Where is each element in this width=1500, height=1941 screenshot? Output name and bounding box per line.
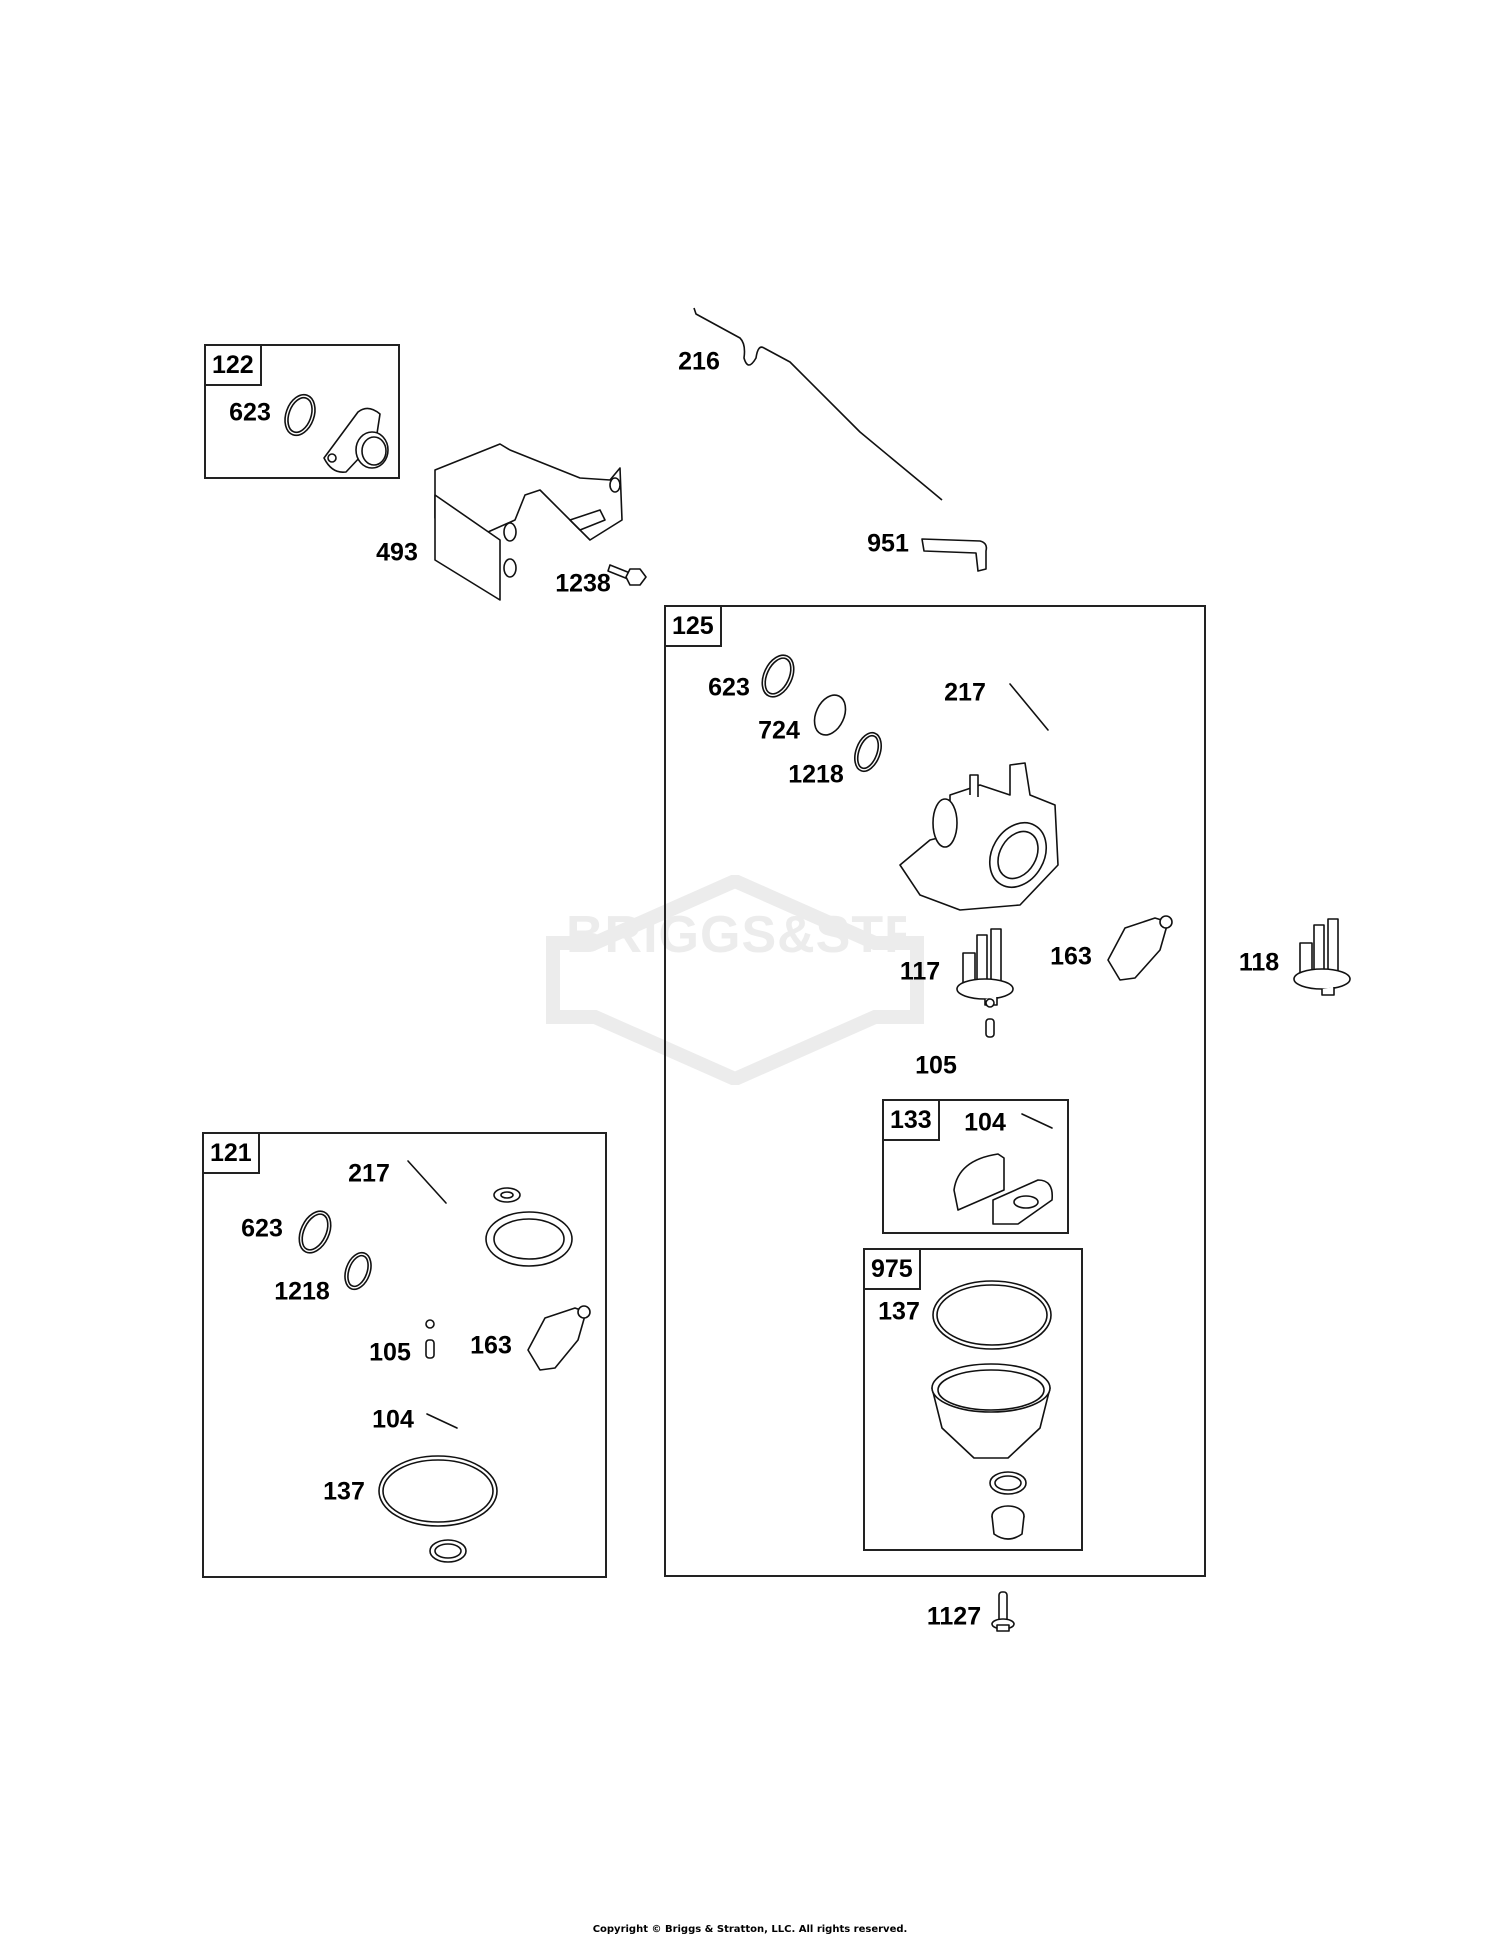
kit-box-975: 975 [863, 1248, 1083, 1551]
callout-117[interactable]: 117 [899, 957, 941, 986]
hinge-pin-104-icon[interactable] [425, 1410, 459, 1432]
bracket-493-icon[interactable] [430, 440, 630, 605]
choke-lever-951-icon[interactable] [920, 535, 992, 575]
bowl-nut-icon[interactable] [990, 1504, 1026, 1544]
o-ring-137-icon[interactable] [376, 1454, 500, 1528]
callout-217[interactable]: 217 [944, 678, 986, 707]
callout-951[interactable]: 951 [867, 529, 909, 558]
callout-623[interactable]: 623 [708, 673, 750, 702]
bolt-1238-icon[interactable] [607, 557, 648, 587]
kit-box-133: 133 [882, 1099, 1069, 1234]
callout-163[interactable]: 163 [470, 1331, 512, 1360]
gasket-163-icon[interactable] [520, 1300, 592, 1375]
callout-1127[interactable]: 1127 [926, 1602, 982, 1631]
o-ring-623-icon[interactable] [280, 390, 320, 440]
callout-1218[interactable]: 1218 [274, 1277, 330, 1306]
carburetor-icon[interactable] [890, 735, 1070, 915]
spring-217-icon[interactable] [402, 1155, 452, 1211]
callout-216[interactable]: 216 [678, 347, 720, 376]
float-133-icon[interactable] [948, 1150, 1058, 1230]
o-ring-623-icon[interactable] [294, 1207, 336, 1257]
kit-number: 122 [204, 344, 262, 386]
callout-118[interactable]: 118 [1238, 948, 1280, 977]
watermark-text: BRIGGS&STRATTON [566, 906, 906, 964]
o-ring-icon[interactable] [484, 1210, 574, 1268]
inlet-needle-105-icon[interactable] [982, 995, 998, 1045]
gasket-1218-icon[interactable] [848, 728, 888, 776]
callout-1238[interactable]: 1238 [555, 569, 611, 598]
o-ring-137-icon[interactable] [930, 1278, 1054, 1352]
kit-number: 125 [664, 605, 722, 647]
callout-493[interactable]: 493 [376, 538, 418, 567]
fuel-valve-118-icon[interactable] [1292, 915, 1352, 996]
kit-number: 975 [863, 1248, 921, 1290]
o-ring-623-icon[interactable] [756, 650, 800, 702]
bowl-gasket-icon[interactable] [428, 1538, 468, 1564]
kit-box-122: 122 [204, 344, 400, 479]
callout-105[interactable]: 105 [369, 1338, 411, 1367]
float-bowl-icon[interactable] [928, 1358, 1054, 1468]
gasket-163-icon[interactable] [1100, 910, 1175, 985]
callout-105[interactable]: 105 [915, 1051, 957, 1080]
callout-163[interactable]: 163 [1050, 942, 1092, 971]
fuel-valve-117-icon[interactable] [955, 925, 1015, 1006]
seal-724-icon[interactable] [808, 690, 852, 740]
kit-number: 133 [882, 1099, 940, 1141]
callout-623[interactable]: 623 [229, 398, 271, 427]
washer-icon[interactable] [492, 1186, 522, 1204]
kit-number: 121 [202, 1132, 260, 1174]
inlet-needle-105-icon[interactable] [422, 1318, 438, 1368]
governor-link-216-icon[interactable] [690, 300, 960, 510]
callout-104[interactable]: 104 [964, 1108, 1006, 1137]
callout-137[interactable]: 137 [878, 1297, 920, 1326]
callout-217[interactable]: 217 [348, 1159, 390, 1188]
callout-1218[interactable]: 1218 [788, 760, 844, 789]
carburetor-adapter-icon[interactable] [318, 400, 398, 475]
kit-box-121: 121 [202, 1132, 607, 1578]
callout-104[interactable]: 104 [372, 1405, 414, 1434]
hinge-pin-104-icon[interactable] [1020, 1110, 1054, 1132]
screw-1127-icon[interactable] [990, 1590, 1016, 1634]
callout-137[interactable]: 137 [323, 1477, 365, 1506]
spring-217-icon[interactable] [1004, 678, 1054, 738]
kit-box-125: 125 [664, 605, 1206, 1577]
gasket-1218-icon[interactable] [338, 1248, 378, 1294]
callout-623[interactable]: 623 [241, 1214, 283, 1243]
copyright-notice: Copyright © Briggs & Stratton, LLC. All … [592, 1924, 908, 1935]
callout-724[interactable]: 724 [758, 716, 800, 745]
bowl-gasket-icon[interactable] [988, 1470, 1028, 1496]
briggs-stratton-watermark-logo [546, 875, 924, 1085]
